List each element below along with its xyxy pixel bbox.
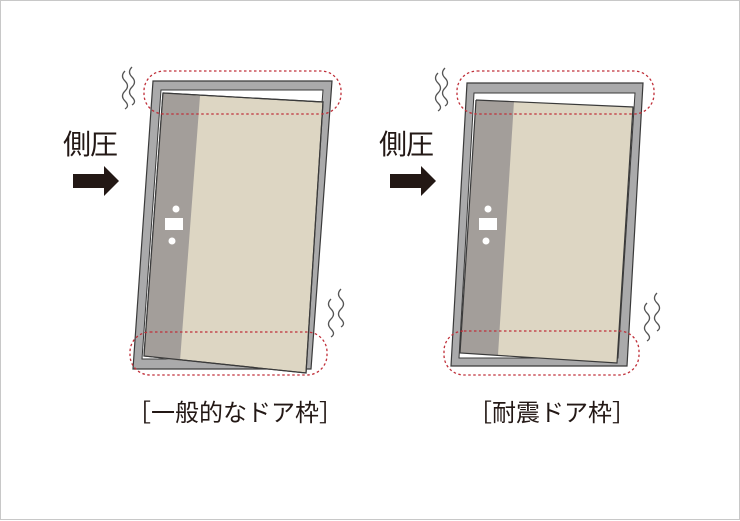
right-arrow-icon <box>73 166 119 196</box>
caption-seismic-door-frame: ［耐震ドア枠］ <box>468 399 636 427</box>
pressure-label-seismic: 側圧 <box>379 128 434 161</box>
door-handle-icon <box>479 205 497 245</box>
vibration-wave-icon <box>643 292 661 342</box>
right-arrow-icon <box>390 166 436 196</box>
bottom-clearance-highlight <box>443 330 640 376</box>
vibration-wave-icon <box>327 288 345 338</box>
caption-general-door-frame: ［一般的なドア枠］ <box>127 399 343 427</box>
door-handle-icon <box>165 205 183 245</box>
vibration-wave-icon <box>434 67 449 112</box>
bottom-jam-highlight <box>129 331 328 376</box>
seismic-door-frame-illustration <box>390 67 661 376</box>
pressure-label-general: 側圧 <box>63 128 118 161</box>
top-jam-highlight <box>143 70 342 115</box>
vibration-wave-icon <box>121 66 136 110</box>
general-door-frame-illustration <box>73 66 345 376</box>
top-clearance-highlight <box>456 70 655 115</box>
